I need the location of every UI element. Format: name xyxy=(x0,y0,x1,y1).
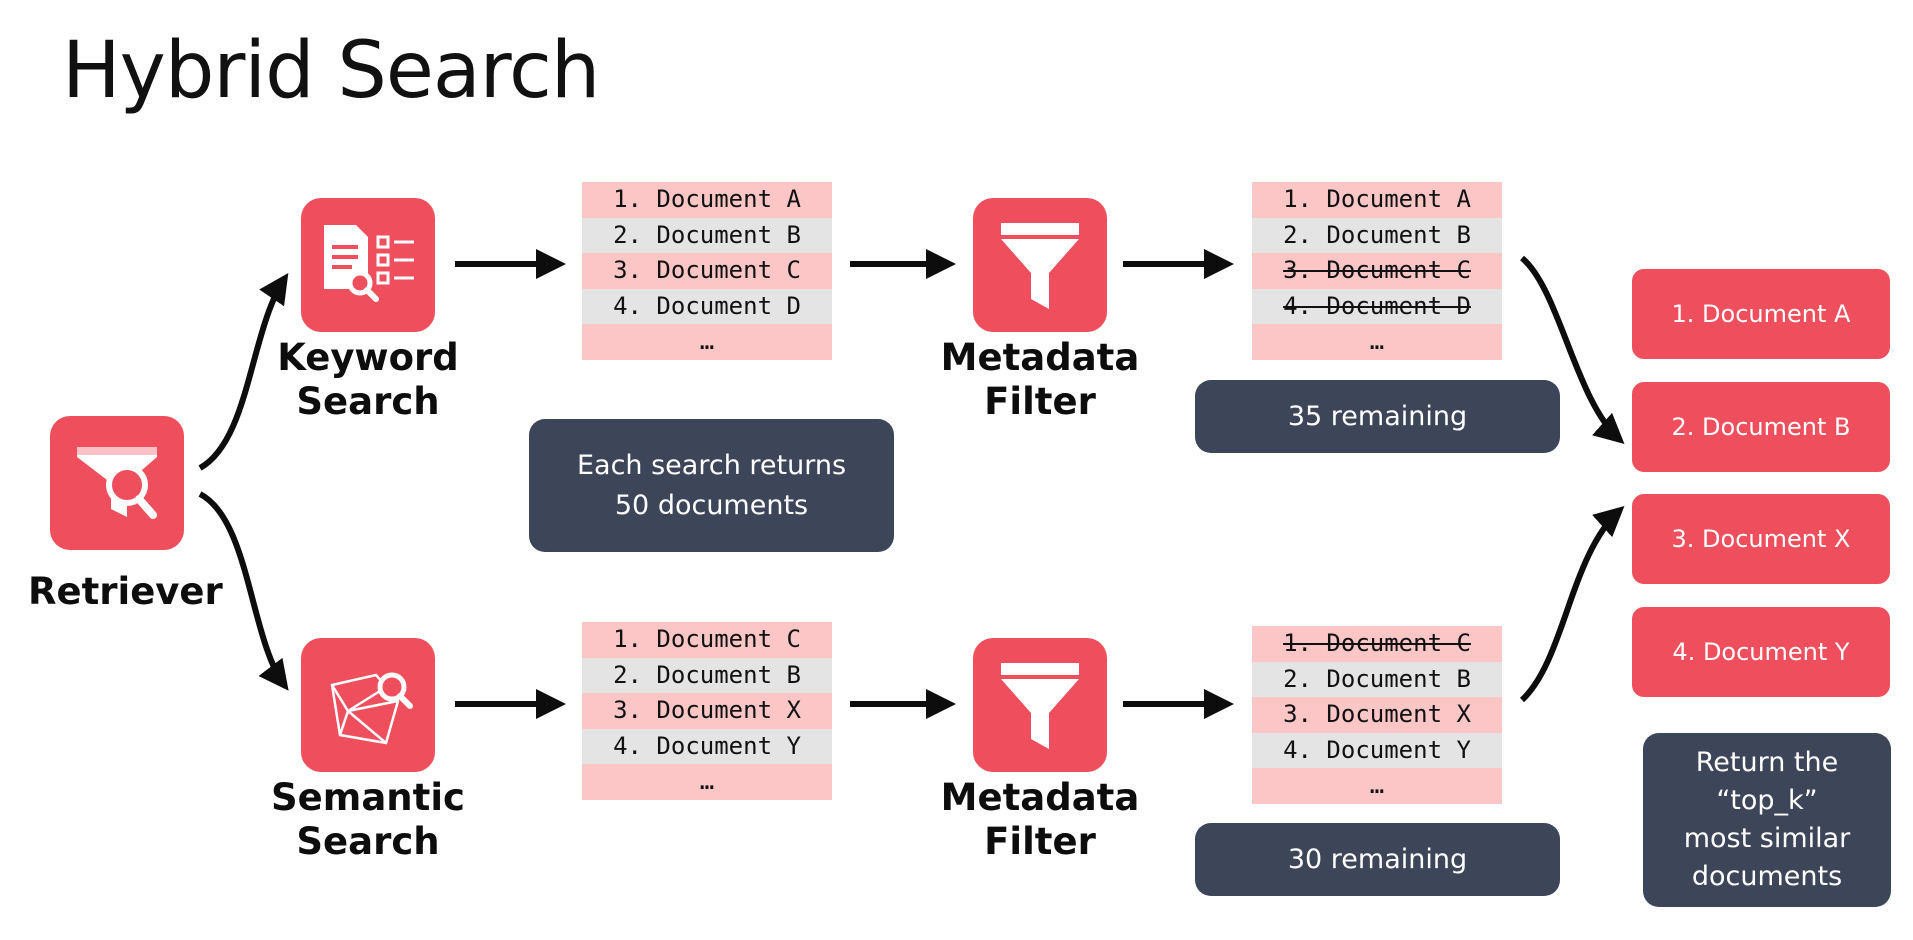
list-item: 4. Document Y xyxy=(582,728,832,764)
retriever-tile[interactable] xyxy=(50,416,184,550)
retriever-label: Retriever xyxy=(28,570,223,613)
list-item: … xyxy=(1252,768,1502,804)
list-item: 3. Document X xyxy=(582,693,832,729)
note-line: Return the xyxy=(1695,747,1839,778)
metadata-filter-top-tile[interactable] xyxy=(973,198,1107,332)
final-result-item[interactable]: 2. Document B xyxy=(1632,382,1890,472)
note-line: Each search returns xyxy=(576,449,847,481)
list-item: … xyxy=(1252,324,1502,360)
list-item: 1. Document A xyxy=(1252,182,1502,218)
list-item: 1. Document A xyxy=(582,182,832,218)
list-item-removed: 4. Document D xyxy=(1252,288,1502,324)
keyword-filtered-list: 1. Document A 2. Document B 3. Document … xyxy=(1252,182,1502,360)
list-item: 2. Document B xyxy=(582,657,832,693)
document-checklist-search-icon xyxy=(324,225,414,302)
list-item: 3. Document X xyxy=(1252,697,1502,733)
keyword-search-label: Keyword Search xyxy=(277,336,459,423)
arrow-retriever-to-keyword xyxy=(198,273,289,471)
list-item: … xyxy=(582,324,832,360)
final-result-item[interactable]: 3. Document X xyxy=(1632,494,1890,584)
keyword-search-tile[interactable] xyxy=(301,198,435,332)
remaining-count: 35 remaining xyxy=(1287,400,1468,432)
final-result-item[interactable]: 1. Document A xyxy=(1632,269,1890,359)
semantic-results-list: 1. Document C 2. Document B 3. Document … xyxy=(582,622,832,800)
remaining-count: 30 remaining xyxy=(1287,843,1468,875)
list-item: 4. Document D xyxy=(582,288,832,324)
metadata-filter-bottom-tile[interactable] xyxy=(973,638,1107,772)
arrow-top-filtered-to-results xyxy=(1519,255,1625,444)
metadata-filter-bottom-label: Metadata Filter xyxy=(940,776,1140,863)
note-line: “top_k” xyxy=(1716,785,1818,816)
arrow-retriever-to-semantic xyxy=(198,491,289,691)
funnel-magnifier-icon xyxy=(77,447,157,519)
list-item: … xyxy=(582,764,832,800)
note-line: 50 documents xyxy=(614,489,809,521)
list-item: 2. Document B xyxy=(1252,661,1502,697)
metadata-filter-top-label: Metadata Filter xyxy=(940,336,1140,423)
list-item: 3. Document C xyxy=(582,253,832,289)
arrow-bottom-filtered-to-results xyxy=(1519,505,1625,703)
note-line: most similar xyxy=(1683,823,1851,854)
list-item: 2. Document B xyxy=(582,217,832,253)
list-item-removed: 1. Document C xyxy=(1252,626,1502,662)
semantic-filtered-list: 1. Document C 2. Document B 3. Document … xyxy=(1252,626,1502,804)
funnel-icon xyxy=(1001,223,1079,309)
funnel-icon xyxy=(1001,663,1079,749)
page-title: Hybrid Search xyxy=(62,26,600,116)
semantic-remaining-note: 30 remaining xyxy=(1195,823,1560,896)
list-item-removed: 3. Document C xyxy=(1252,253,1502,289)
semantic-search-tile[interactable] xyxy=(301,638,435,772)
return-top-k-note: Return the “top_k” most similar document… xyxy=(1643,733,1891,907)
keyword-results-list: 1. Document A 2. Document B 3. Document … xyxy=(582,182,832,360)
note-line: documents xyxy=(1691,861,1843,892)
list-item: 1. Document C xyxy=(582,622,832,658)
each-search-note: Each search returns 50 documents xyxy=(529,419,894,552)
keyword-remaining-note: 35 remaining xyxy=(1195,380,1560,453)
list-item: 4. Document Y xyxy=(1252,732,1502,768)
list-item: 2. Document B xyxy=(1252,217,1502,253)
semantic-search-label: Semantic Search xyxy=(271,776,465,863)
final-result-item[interactable]: 4. Document Y xyxy=(1632,607,1890,697)
vector-space-search-icon xyxy=(330,672,413,745)
